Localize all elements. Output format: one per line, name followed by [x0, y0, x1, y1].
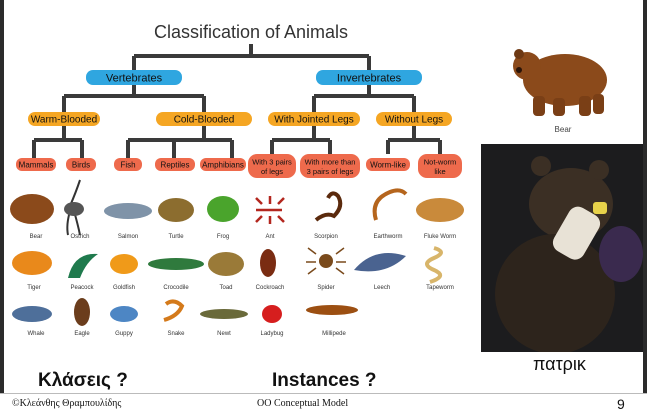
goldfish-illustration [110, 254, 138, 274]
eagle-illustration [74, 298, 90, 326]
animal-label: Snake [167, 331, 185, 337]
instances-label: Instances ? [272, 370, 377, 392]
millipede-illustration [306, 305, 358, 315]
salmon-illustration [104, 203, 152, 219]
classes-label: Κλάσεις ? [38, 370, 128, 392]
animal-label: Ant [265, 234, 274, 240]
animal-label: Scorpion [314, 234, 338, 240]
three-pairs-label-2: of legs [261, 167, 283, 176]
animal-label: Tapeworm [426, 285, 454, 291]
bear-illustration [10, 194, 54, 224]
svg-text:Bear: Bear [555, 125, 572, 134]
bear-illustration-side: Bear [505, 36, 617, 136]
turtle-illustration [158, 198, 194, 222]
animal-label: Spider [317, 285, 334, 291]
frog-illustration [207, 196, 239, 222]
footer-author: ©Κλεάνθης Θραμπουλίδης [12, 398, 121, 409]
animal-label: Peacock [70, 285, 94, 291]
diagram-title: Classification of Animals [154, 22, 348, 42]
amphibians-label: Amphibians [202, 161, 244, 170]
page-number: 9 [617, 396, 625, 412]
animal-label: Leech [374, 285, 390, 291]
animal-label: Frog [217, 234, 229, 240]
not-worm-label-1: Not-worm [424, 158, 457, 167]
animal-label: Bear [30, 234, 43, 240]
snake-illustration [164, 301, 182, 320]
guppy-illustration [110, 306, 138, 322]
reptiles-label: Reptiles [161, 161, 190, 170]
tapeworm-illustration [427, 248, 441, 282]
cold-blooded-label: Cold-Blooded [174, 115, 235, 126]
worm-like-label: Worm-like [370, 161, 406, 170]
animal-label: Guppy [115, 331, 133, 337]
footer-topic: OO Conceptual Model [257, 398, 348, 409]
leech-illustration [354, 253, 406, 271]
crocodile-illustration [148, 258, 204, 270]
cockroach-illustration [260, 249, 276, 277]
bear-cub-photo [481, 144, 643, 352]
tiger-illustration [12, 251, 52, 275]
animal-label: Tiger [27, 285, 40, 291]
animal-label: Turtle [168, 234, 184, 240]
connectors [34, 44, 440, 158]
more-pairs-label-2: 3 pairs of legs [307, 167, 354, 176]
animal-label: Crocodile [163, 285, 189, 291]
mammals-label: Mammals [19, 161, 54, 170]
animal-label: Earthworm [373, 234, 402, 240]
right-border [643, 0, 647, 393]
ant-illustration [256, 196, 284, 224]
photo-caption: πατρικ [533, 354, 586, 375]
vertebrates-label: Vertebrates [106, 73, 163, 85]
ladybug-illustration [262, 305, 282, 323]
whale-illustration [12, 306, 52, 322]
jointed-legs-label: With Jointed Legs [274, 115, 354, 126]
earthworm-illustration [375, 190, 406, 220]
animal-label: Ostrich [70, 234, 89, 240]
animal-label: Goldfish [113, 285, 135, 291]
warm-blooded-label: Warm-Blooded [31, 115, 97, 126]
without-legs-label: Without Legs [385, 115, 443, 126]
animal-label: Salmon [118, 234, 138, 240]
animal-label: Ladybug [260, 331, 283, 337]
bear-icon: Bear [505, 36, 617, 136]
animal-label: Cockroach [256, 285, 285, 291]
three-pairs-label-1: With 3 pairs [252, 158, 292, 167]
more-pairs-label-1: With more than [305, 158, 356, 167]
toad-illustration [208, 252, 244, 276]
invertebrates-label: Invertebrates [337, 73, 402, 85]
peacock-illustration [68, 254, 98, 278]
animal-label: Toad [219, 285, 232, 291]
spider-illustration [319, 254, 333, 268]
animal-label: Fluke Worm [424, 234, 456, 240]
fish-label: Fish [120, 161, 135, 170]
animal-label: Whale [27, 331, 45, 337]
animal-label: Eagle [74, 331, 90, 337]
newt-illustration [200, 309, 248, 319]
animal-label: Newt [217, 331, 231, 337]
birds-label: Birds [72, 161, 90, 170]
animal-label: Millipede [322, 331, 346, 337]
not-worm-label-2: like [434, 167, 445, 176]
fluke-worm-illustration [416, 198, 464, 222]
animal-illustrations [10, 180, 464, 326]
scorpion-illustration [316, 193, 340, 220]
classification-diagram: Classification of Animals Vertebrates In… [4, 6, 482, 346]
